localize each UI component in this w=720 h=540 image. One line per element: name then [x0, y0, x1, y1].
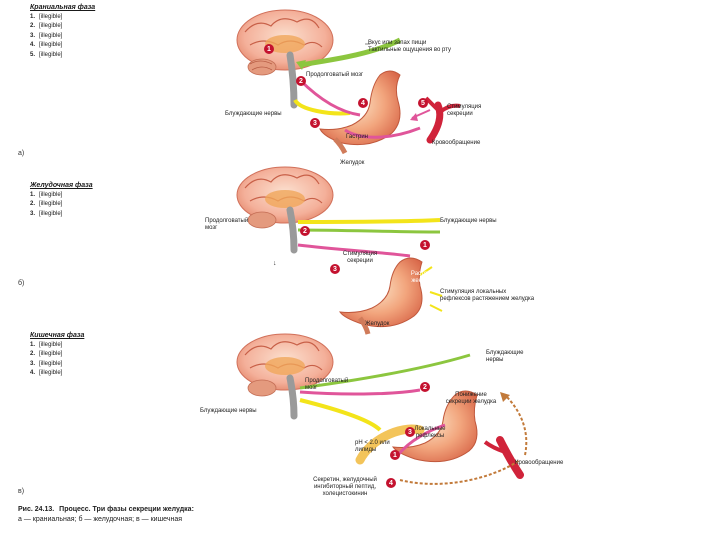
label-gastrin: Гастрин: [346, 134, 368, 140]
brain-b: [236, 166, 334, 254]
label-blood: Кровообращение: [432, 140, 481, 146]
step-text: [illegible]: [39, 14, 63, 20]
step-item: 5.[illegible]: [30, 52, 218, 59]
panel-title: Краниальная фаза: [30, 4, 96, 11]
step-list: 1.[illegible] 2.[illegible] 3.[illegible…: [30, 192, 218, 220]
svg-text:↓: ↓: [273, 260, 277, 267]
step-text: [illegible]: [39, 32, 63, 39]
step-item: 1.[illegible]: [30, 14, 218, 21]
step-number: 2.: [30, 23, 36, 30]
label-stimulus: Стимуляция секреции: [447, 104, 482, 117]
step-item: 4.[illegible]: [30, 370, 218, 377]
panel-b-art: ↓: [236, 166, 443, 335]
label-vagus-left: Блуждающие нервы: [200, 408, 257, 414]
brain-c: [236, 333, 334, 420]
step-number: 3.: [30, 210, 36, 217]
label-medulla: Продолговатый мозг: [305, 378, 349, 391]
step-item: 4.[illegible]: [30, 42, 218, 49]
step-item: 3.[illegible]: [30, 211, 218, 218]
step-badge: 5: [418, 98, 428, 108]
step-badge: 4: [358, 98, 368, 108]
step-text: [illegible]: [39, 370, 63, 377]
panel-letter: а): [18, 150, 25, 157]
panel-title: Кишечная фаза: [30, 332, 85, 339]
caption-body: Процесс. Три фазы секреции желудка:: [59, 506, 194, 513]
caption-line: Рис. 24.13. Процесс. Три фазы секреции ж…: [18, 505, 718, 515]
step-item: 3.[illegible]: [30, 33, 218, 40]
label-stimulus: Стимуляция секреции: [342, 251, 378, 264]
step-list: 1.[illegible] 2.[illegible] 3.[illegible…: [30, 342, 218, 380]
step-number: 5.: [30, 51, 36, 58]
panel-gastric-phase: Желудочная фаза 1.[illegible] 2.[illegib…: [0, 170, 720, 330]
step-text: [illegible]: [39, 351, 63, 358]
panel-intestinal-phase: Кишечная фаза 1.[illegible] 2.[illegible…: [0, 330, 720, 500]
figure-caption: Рис. 24.13. Процесс. Три фазы секреции ж…: [18, 505, 718, 525]
step-number: 4.: [30, 42, 36, 49]
label-taste: Вкус или запах пищи Тактильные ощущения …: [368, 40, 452, 53]
step-number: 1.: [30, 342, 36, 348]
step-number: 3.: [30, 360, 36, 367]
caption-title: Рис. 24.13.: [18, 506, 55, 513]
label-stomach: Желудок: [365, 321, 390, 327]
step-text: [illegible]: [39, 201, 63, 208]
label-blood: Кровообращение: [515, 460, 564, 466]
label-ph: pH < 2.0 или липиды: [355, 440, 390, 453]
step-badge: 1: [420, 240, 430, 250]
step-item: 2.[illegible]: [30, 351, 218, 358]
step-badge: 1: [264, 44, 274, 54]
step-list: 1.[illegible] 2.[illegible] 3.[illegible…: [30, 14, 218, 61]
label-medulla: Продолговатый мозг: [205, 218, 249, 231]
step-text: [illegible]: [39, 192, 63, 198]
panel-a-art: [236, 9, 461, 155]
label-distension: Растя-жение: [410, 271, 430, 284]
step-number: 3.: [30, 32, 36, 39]
step-number: 1.: [30, 192, 36, 198]
step-text: [illegible]: [39, 360, 63, 367]
panel-title: Желудочная фаза: [30, 182, 93, 189]
step-badge: 1: [390, 450, 400, 460]
step-item: 1.[illegible]: [30, 342, 218, 349]
caption-legend: а — краниальная; б — желудочная; в — киш…: [18, 516, 183, 523]
step-number: 2.: [30, 201, 36, 208]
step-text: [illegible]: [39, 210, 63, 217]
step-number: 4.: [30, 370, 36, 377]
step-number: 1.: [30, 14, 36, 20]
label-vagus: Блуждающие нервы: [225, 111, 282, 117]
label-vagus-right: Блуждающие нервы: [486, 350, 524, 363]
step-badge: 3: [330, 264, 340, 274]
panel-cephalic-phase: Краниальная фаза 1.[illegible] 2.[illegi…: [0, 0, 720, 170]
panel-c-art: [236, 333, 528, 485]
panel-letter: б): [18, 280, 25, 287]
step-badge: 3: [310, 118, 320, 128]
label-reflex: Стимуляция локальных рефлексов растяжени…: [440, 289, 535, 302]
label-decrease: Понижение секреции желудка: [445, 392, 497, 405]
step-text: [illegible]: [39, 23, 63, 30]
step-number: 2.: [30, 351, 36, 358]
label-stomach: Желудок: [340, 160, 365, 166]
step-badge: 3: [405, 427, 415, 437]
step-item: 2.[illegible]: [30, 201, 218, 208]
label-medulla: Продолговатый мозг: [306, 72, 364, 78]
step-text: [illegible]: [39, 42, 63, 49]
step-item: 3.[illegible]: [30, 361, 218, 368]
step-badge: 4: [386, 478, 396, 488]
step-badge: 2: [300, 226, 310, 236]
step-text: [illegible]: [39, 342, 63, 348]
label-secretin: Секретин, желудочный ингибиторный пептид…: [313, 477, 377, 497]
step-item: 2.[illegible]: [30, 23, 218, 30]
label-local-reflexes: Локальные рефлексы: [414, 426, 446, 439]
step-item: 1.[illegible]: [30, 192, 218, 199]
step-badge: 2: [420, 382, 430, 392]
step-badge: 2: [296, 76, 306, 86]
step-text: [illegible]: [39, 51, 63, 58]
label-vagus: Блуждающие нервы: [440, 218, 497, 224]
panel-letter: в): [18, 488, 25, 495]
